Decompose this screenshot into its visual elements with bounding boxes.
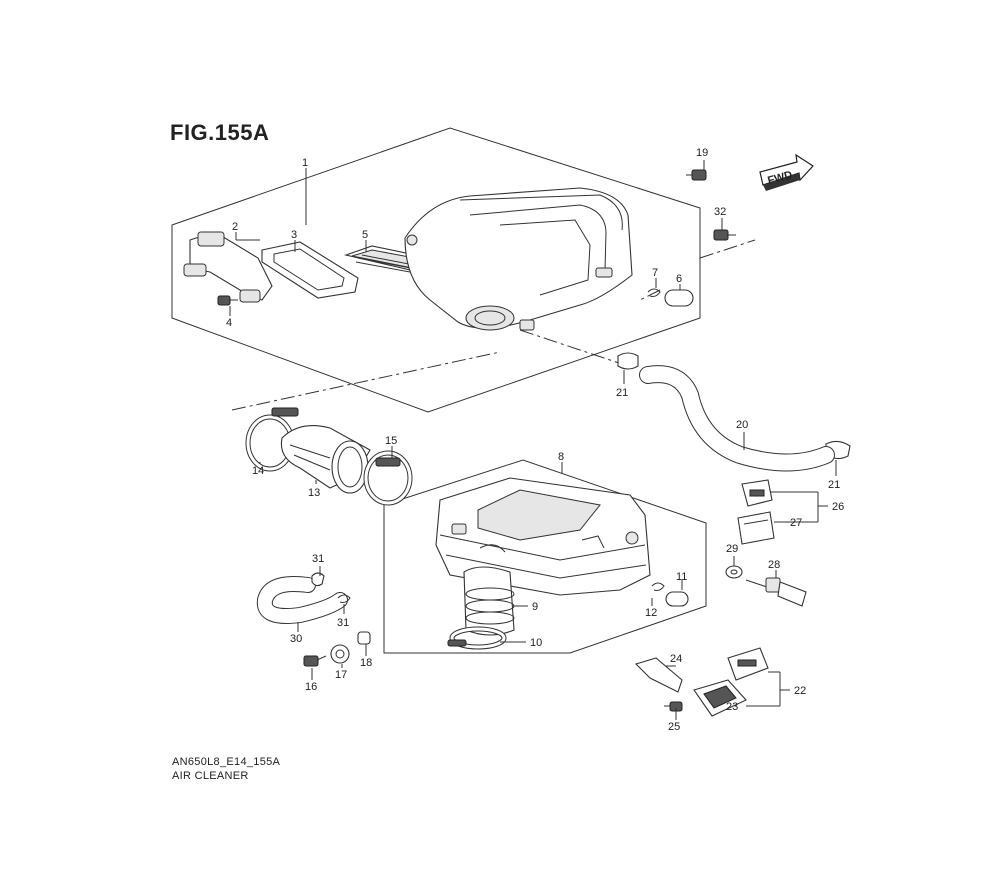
part-13-duct [280,425,371,494]
callout-15: 15 [385,435,397,447]
part-20-hose [639,365,835,472]
callout-16: 16 [305,681,317,693]
part-3-gasket [261,241,359,299]
figure-title: FIG.155A [170,120,270,145]
callout-labels: 1 2 3 4 5 6 7 8 9 10 11 12 13 14 15 16 1… [226,147,844,733]
part-29-washer [725,565,743,579]
callout-18: 18 [360,657,372,669]
callout-27: 27 [790,517,802,529]
callout-14: 14 [252,465,264,477]
part-11-cap [665,591,689,607]
air-cleaner-housing [404,187,633,331]
part-25-screw [664,701,683,712]
callout-28: 28 [768,559,780,571]
part-15-clamp [363,450,413,506]
callout-2: 2 [232,221,238,233]
part-21-clamp-upper [617,352,639,370]
part-6-plug [664,289,694,307]
part-10-clamp [447,626,507,650]
callout-31-lower: 31 [337,617,349,629]
part-32-bolt [713,229,736,241]
diagram-code: AN650L8_E14_155A [172,756,281,768]
callout-6: 6 [676,273,682,285]
callout-8: 8 [558,451,564,463]
callout-7: 7 [652,267,658,279]
callout-23: 23 [726,701,738,713]
part-18-collar [357,631,371,645]
callout-30: 30 [290,633,302,645]
callout-29: 29 [726,543,738,555]
callout-5: 5 [362,229,368,241]
callout-13: 13 [308,487,320,499]
part-19-bolt [686,169,707,181]
lower-case-body [435,477,651,596]
fwd-arrow-icon: FWD [759,153,814,191]
part-30-hose [256,576,348,624]
part-31-clip-lower [337,594,351,603]
callout-24: 24 [670,653,682,665]
callout-1: 1 [302,157,308,169]
diagram-name: AIR CLEANER [172,770,249,782]
part-7-clip [647,288,661,297]
part-4-screw [217,295,238,306]
callout-22: 22 [794,685,806,697]
part-28-sensor [745,577,807,607]
part-16-bolt [303,655,327,667]
callout-17: 17 [335,669,347,681]
callout-21-upper: 21 [616,387,628,399]
part-2-bracket [183,231,273,303]
part-12-clip [651,582,665,591]
callout-32: 32 [714,206,726,218]
part-23-cover [693,679,747,717]
part-9-tube [463,566,515,636]
assembly-outline-1 [171,127,701,413]
callout-20: 20 [736,419,748,431]
assembly-outline-8 [383,459,707,654]
callout-3: 3 [291,229,297,241]
callout-31-upper: 31 [312,553,324,565]
callout-9: 9 [532,601,538,613]
callout-26: 26 [832,501,844,513]
callout-10: 10 [530,637,542,649]
callout-4: 4 [226,317,232,329]
callout-12: 12 [645,607,657,619]
callout-25: 25 [668,721,680,733]
part-17-grommet [330,644,350,664]
callout-21-lower: 21 [828,479,840,491]
part-22-connector [727,647,769,681]
part-26-connector [741,479,786,507]
callout-19: 19 [696,147,708,159]
part-31-clip-upper [311,572,325,587]
part-24-bracket [634,657,683,693]
leader-lines [229,160,837,720]
callout-11: 11 [676,571,687,583]
part-27-block [737,511,775,545]
